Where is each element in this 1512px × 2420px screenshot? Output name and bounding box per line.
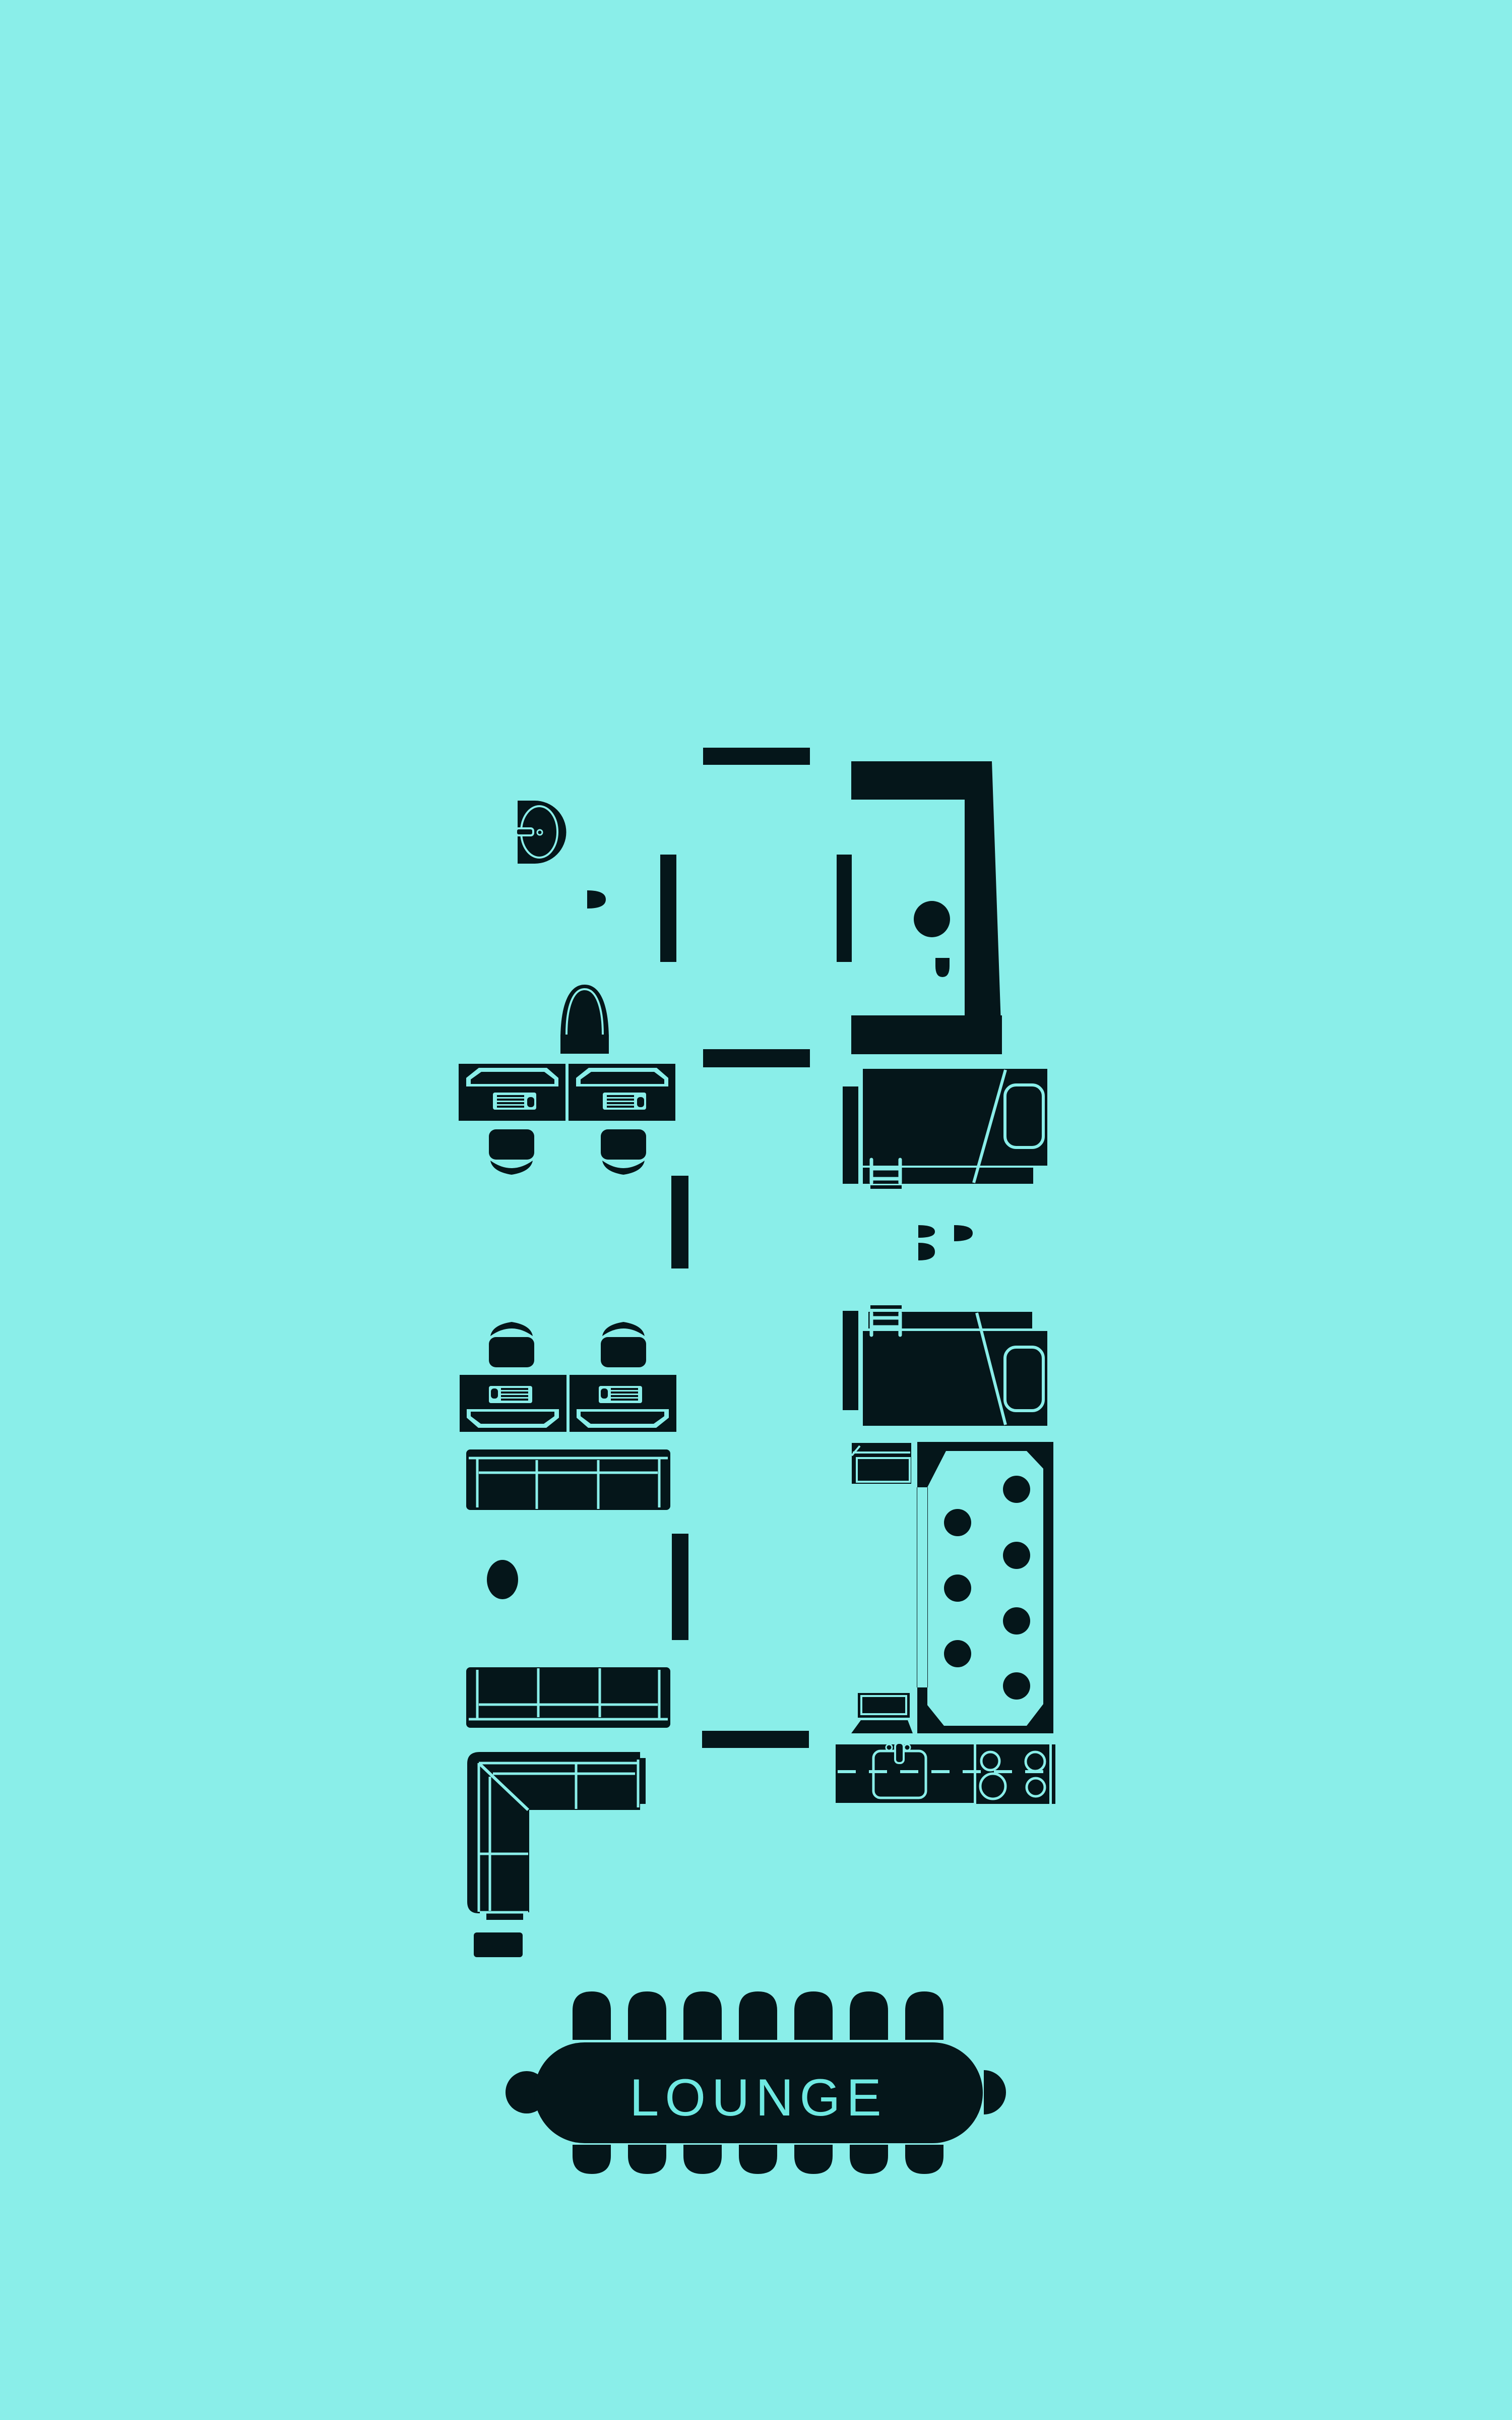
wall-segment [660,855,676,962]
wall-segment [672,1534,688,1640]
bathroom-walls [851,761,1002,1054]
rug-icon [914,901,950,937]
ottoman-icon [474,1932,523,1957]
lounge-label: LOUNGE [629,2069,887,2127]
wall-segment [703,1049,810,1067]
bean-bag-icon [1003,1542,1030,1569]
conference-table-group: LOUNGE [506,1991,1006,2174]
wall-segment [671,1176,688,1268]
wall-segment [837,855,852,962]
bean-bag-icon [1003,1476,1030,1503]
pillow-icon [1003,1346,1045,1412]
corner-sofa-icon [467,1752,646,1920]
sofa-icon [466,1667,670,1728]
bean-bag-icon [944,1640,971,1667]
bunk-bed-icon [863,1305,1047,1426]
wall-lamp-icon [918,1225,973,1260]
wash-basin-icon [515,801,566,864]
laptop-icon [851,1693,913,1733]
conference-table-icon [534,2042,983,2143]
sofa-icon [466,1449,670,1510]
office-chair-icon [601,1129,646,1175]
bean-bag-icon [944,1575,971,1602]
wall-segment [843,1311,858,1410]
toilet-icon [560,985,609,1054]
desk-with-monitor-icon [570,1375,676,1432]
ladder-icon [869,1158,902,1189]
ladder-icon [869,1305,902,1337]
burner-icon [979,1750,1046,1800]
side-table-icon [851,1443,911,1484]
door-handle-icon [587,890,606,909]
bunk-bed-icon [863,1069,1047,1189]
office-chair-icon [601,1322,646,1367]
lounge-pit-icon [917,1442,1053,1733]
office-chair-icon [489,1129,534,1175]
desk-with-monitor-icon [459,1064,565,1121]
office-chair-icon [489,1322,534,1367]
bean-bag-icon [1003,1672,1030,1700]
desk-cluster-top [459,1064,675,1175]
bean-bag-icon [944,1509,971,1536]
door-stop-icon [935,958,950,977]
desk-with-monitor-icon [460,1375,566,1432]
wall-segment [703,748,810,765]
wall-segments [660,748,858,1748]
desk-with-monitor-icon [569,1064,675,1121]
bean-bag-icon [1003,1607,1030,1635]
kitchen-counter [836,1742,1055,1804]
wall-segment [843,1086,858,1184]
wall-segment [702,1731,809,1748]
stool-icon [487,1560,518,1599]
pillow-icon [1003,1083,1045,1149]
desk-cluster-bottom [460,1322,676,1432]
